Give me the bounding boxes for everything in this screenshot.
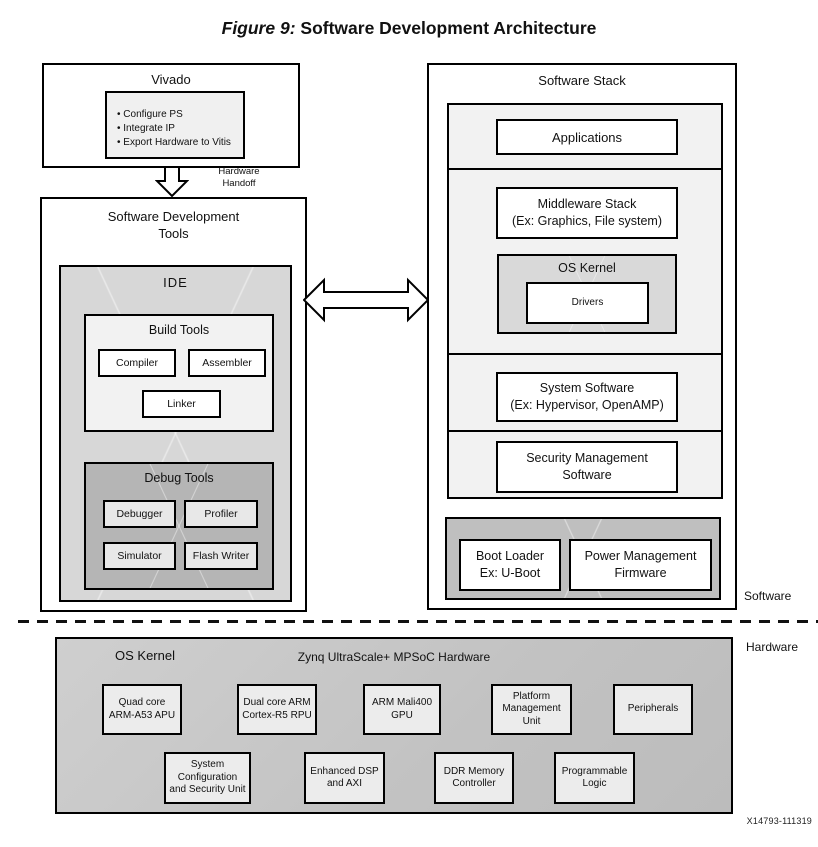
software-stack-title: Software Stack <box>538 73 626 88</box>
power-management-firmware-box: Power Management Firmware <box>569 539 712 591</box>
hw-block-peripherals: Peripherals <box>613 684 693 735</box>
security-section: Security Management Software <box>447 430 723 499</box>
linker-box: Linker <box>142 390 221 418</box>
compiler-box: Compiler <box>98 349 176 377</box>
security-management-box: Security Management Software <box>496 441 678 493</box>
debugger-box: Debugger <box>103 500 176 528</box>
vivado-bullet: Export Hardware to Vitis <box>117 136 231 150</box>
system-software-section: System Software (Ex: Hypervisor, OpenAMP… <box>447 353 723 432</box>
hw-block-quad-core-apu: Quad core ARM-A53 APU <box>102 684 182 735</box>
boot-loader-box: Boot Loader Ex: U-Boot <box>459 539 561 591</box>
applications-section: Applications <box>447 103 723 170</box>
mpsoc-hardware-title: Zynq UltraScale+ MPSoC Hardware <box>297 650 491 664</box>
software-development-tools-box: Software Development Tools IDE Build Too… <box>40 197 307 612</box>
middleware-section: Middleware Stack (Ex: Graphics, File sys… <box>447 168 723 355</box>
hardware-os-kernel-label: OS Kernel <box>115 648 175 663</box>
vivado-bullet: Integrate IP <box>117 122 231 136</box>
vivado-bullet-list: Configure PS Integrate IP Export Hardwar… <box>117 108 231 150</box>
software-development-tools-title: Software Development Tools <box>107 209 240 241</box>
hw-block-system-config-security-unit: System Configuration and Security Unit <box>164 752 251 804</box>
assembler-box: Assembler <box>188 349 266 377</box>
middleware-stack-box: Middleware Stack (Ex: Graphics, File sys… <box>496 187 678 239</box>
flash-writer-box: Flash Writer <box>184 542 258 570</box>
hw-block-enhanced-dsp-axi: Enhanced DSP and AXI <box>304 752 385 804</box>
down-arrow-icon <box>155 166 189 198</box>
mpsoc-hardware-box: OS Kernel Zynq UltraScale+ MPSoC Hardwar… <box>55 637 733 814</box>
profiler-box: Profiler <box>184 500 258 528</box>
bidirectional-arrow-icon <box>303 277 429 323</box>
debug-tools-box: Debug Tools Debugger Profiler Simulator … <box>84 462 274 590</box>
vivado-box: Vivado Configure PS Integrate IP Export … <box>42 63 300 168</box>
figure-title: Figure 9: Software Development Architect… <box>0 18 818 39</box>
hardware-side-label: Hardware <box>746 640 799 654</box>
system-software-box: System Software (Ex: Hypervisor, OpenAMP… <box>496 372 678 422</box>
ide-box: IDE Build Tools Compiler Assembler Linke… <box>59 265 292 602</box>
software-side-label: Software <box>744 589 792 603</box>
boot-section: Boot Loader Ex: U-Boot Power Management … <box>445 517 721 600</box>
vivado-tasks-box: Configure PS Integrate IP Export Hardwar… <box>105 91 245 159</box>
vivado-bullet: Configure PS <box>117 108 231 122</box>
build-tools-box: Build Tools Compiler Assembler Linker <box>84 314 274 432</box>
build-tools-title: Build Tools <box>148 323 210 337</box>
simulator-box: Simulator <box>103 542 176 570</box>
hw-block-platform-management-unit: Platform Management Unit <box>491 684 572 735</box>
ide-title: IDE <box>163 275 188 290</box>
drivers-box: Drivers <box>526 282 649 324</box>
hw-block-ddr-memory-controller: DDR Memory Controller <box>434 752 514 804</box>
hw-block-dual-core-rpu: Dual core ARM Cortex-R5 RPU <box>237 684 317 735</box>
os-kernel-box: OS Kernel Drivers <box>497 254 677 334</box>
figure-title-text: Software Development Architecture <box>300 18 597 38</box>
software-stack-box: Software Stack Applications Middleware S… <box>427 63 737 610</box>
hw-block-programmable-logic: Programmable Logic <box>554 752 635 804</box>
hardware-handoff-label: Hardware Handoff <box>218 166 260 189</box>
vivado-title: Vivado <box>151 72 191 87</box>
hw-block-mali-gpu: ARM Mali400 GPU <box>363 684 441 735</box>
applications-box: Applications <box>496 119 678 155</box>
debug-tools-title: Debug Tools <box>144 471 214 485</box>
figure-label: Figure 9: <box>221 18 296 38</box>
document-id: X14793-111319 <box>746 816 812 826</box>
os-kernel-title: OS Kernel <box>558 261 616 275</box>
software-hardware-divider <box>18 620 818 623</box>
